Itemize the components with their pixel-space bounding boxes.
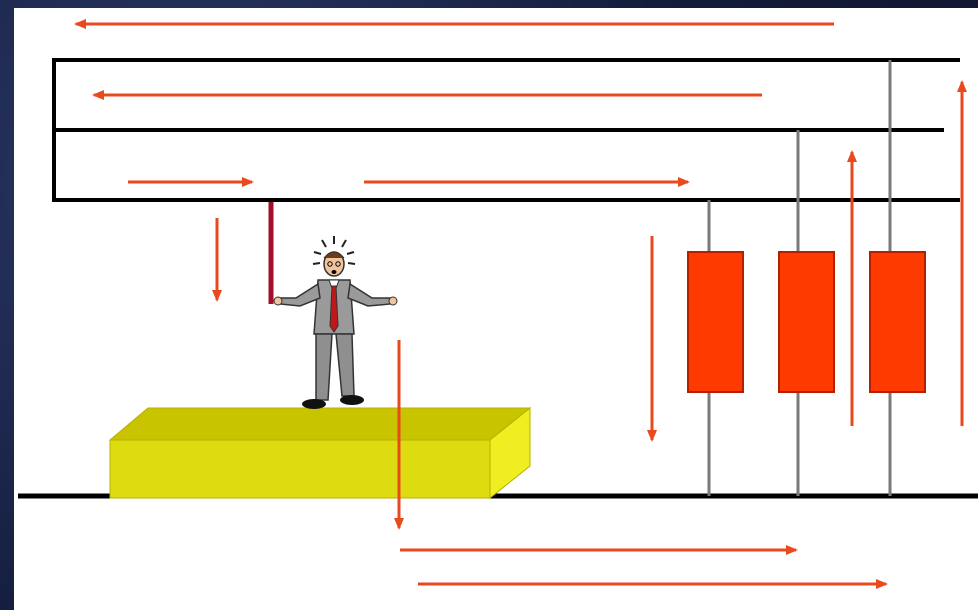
current-flow-arrows: [74, 19, 967, 589]
busbars: [52, 58, 960, 202]
resistor-2: [778, 251, 835, 393]
shocked-businessman-icon: [273, 236, 398, 409]
platform-front: [109, 439, 491, 499]
resistor-3: [869, 251, 926, 393]
platform-top: [108, 407, 532, 441]
insulating-platform: [108, 406, 532, 500]
electric-circuit-diagram: [18, 19, 978, 589]
platform-side: [489, 406, 531, 500]
diagram-canvas: [14, 8, 978, 610]
resistor-1: [687, 251, 744, 393]
resistors: [687, 251, 926, 393]
